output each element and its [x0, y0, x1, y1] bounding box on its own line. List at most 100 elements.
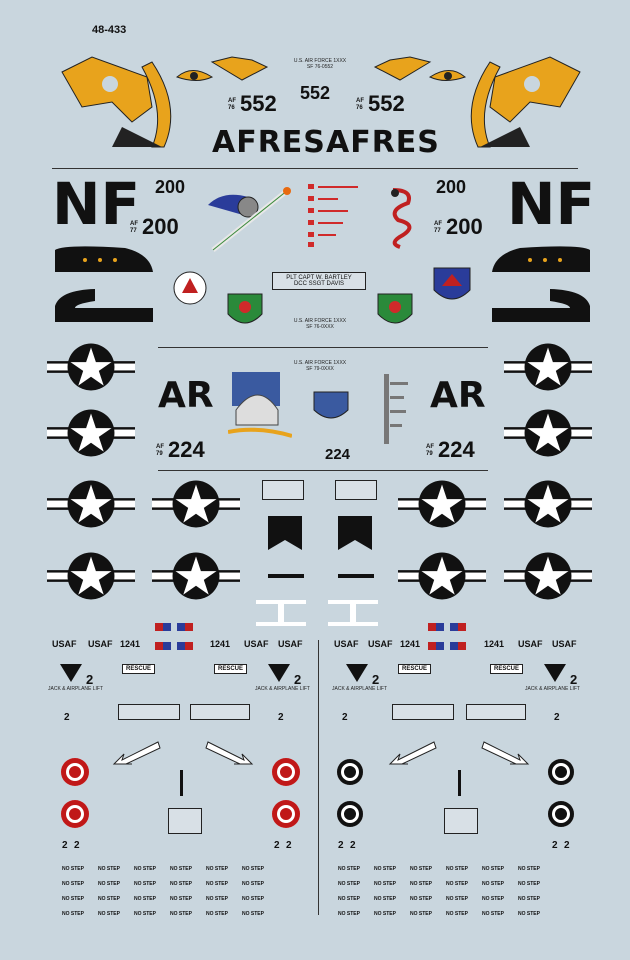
- canopy-stripe-left: [55, 246, 153, 272]
- stencil-nf: U.S. AIR FORCE 1XXX SF 76-0XXX: [293, 318, 347, 330]
- flags-left: [155, 618, 199, 655]
- digit-2: 2: [294, 672, 302, 687]
- no-step: NO STEP: [134, 896, 156, 902]
- jack-point-icon: [544, 664, 566, 682]
- no-step: NO STEP: [482, 866, 504, 872]
- intake-stripe-left: [55, 289, 153, 322]
- no-step: NO STEP: [410, 911, 432, 917]
- digit-2: 2: [564, 840, 570, 851]
- no-step: NO STEP: [338, 896, 360, 902]
- no-step: NO STEP: [446, 896, 468, 902]
- no-step: NO STEP: [206, 896, 228, 902]
- afres-left: AFRES: [212, 125, 326, 160]
- no-step: NO STEP: [98, 896, 120, 902]
- rescue-arrow: RESCUE: [398, 664, 432, 674]
- up-arrow: [458, 770, 461, 796]
- no-step: NO STEP: [206, 911, 228, 917]
- no-step: NO STEP: [374, 881, 396, 887]
- roundel-black: [337, 759, 363, 785]
- code-1241: 1241: [120, 639, 141, 649]
- roundel-red: [272, 800, 300, 828]
- data-block: [335, 480, 377, 500]
- star-insignia: [504, 342, 592, 392]
- flags-right: [428, 618, 472, 655]
- intake-stripe-right: [492, 289, 590, 322]
- nose-art-pencil: [208, 187, 291, 252]
- star-insignia: [504, 479, 592, 529]
- no-step: NO STEP: [374, 866, 396, 872]
- no-step: NO STEP: [338, 911, 360, 917]
- star-insignia: [47, 408, 135, 458]
- no-step: NO STEP: [242, 866, 264, 872]
- white-marking: [328, 600, 378, 626]
- stencil-ar: U.S. AIR FORCE 1XXX SF 79-0XXX: [293, 360, 347, 372]
- rescue-arrow-large: [388, 741, 437, 765]
- digit-2: 2: [62, 840, 68, 851]
- no-step: NO STEP: [518, 866, 540, 872]
- star-insignia: [398, 479, 486, 529]
- roundel-black: [548, 759, 574, 785]
- digit-2: 2: [342, 712, 348, 723]
- digit-2: 2: [274, 840, 280, 851]
- rescue-arrow-large: [205, 741, 254, 765]
- no-step: NO STEP: [170, 896, 192, 902]
- digit-2: 2: [64, 712, 70, 723]
- no-step: NO STEP: [446, 911, 468, 917]
- tail-cap: [268, 516, 302, 550]
- no-step: NO STEP: [482, 881, 504, 887]
- no-step: NO STEP: [134, 881, 156, 887]
- command-shield-center: [313, 391, 349, 419]
- code-1241: 1241: [210, 639, 231, 649]
- roundel-red: [272, 758, 300, 786]
- no-step: NO STEP: [170, 866, 192, 872]
- kill-marks-gray: [384, 374, 408, 444]
- no-step: NO STEP: [482, 911, 504, 917]
- code-1241: 1241: [400, 639, 421, 649]
- dragon-art: [391, 188, 412, 249]
- star-insignia: [47, 342, 135, 392]
- digit-2: 2: [86, 672, 94, 687]
- tiger-art-right: [373, 56, 581, 148]
- rescue-arrow: RESCUE: [214, 664, 248, 674]
- afres-right: AFRES: [326, 125, 440, 160]
- star-insignia: [504, 551, 592, 601]
- command-shield-right: [433, 267, 471, 300]
- no-step: NO STEP: [518, 911, 540, 917]
- no-step: NO STEP: [62, 911, 84, 917]
- usaf-label: USAF: [52, 639, 77, 649]
- digit-2: 2: [278, 712, 284, 723]
- tail-number-ar: 224: [325, 446, 351, 463]
- black-bar: [268, 574, 304, 578]
- panel-divider: [318, 640, 319, 915]
- no-step: NO STEP: [446, 881, 468, 887]
- no-step: NO STEP: [98, 911, 120, 917]
- no-step: NO STEP: [170, 911, 192, 917]
- no-step: NO STEP: [410, 866, 432, 872]
- no-step: NO STEP: [134, 866, 156, 872]
- usaf-label: USAF: [278, 639, 303, 649]
- stencil-block: [168, 808, 202, 834]
- no-step: NO STEP: [242, 896, 264, 902]
- stencil-block: [466, 704, 526, 720]
- star-insignia: [47, 479, 135, 529]
- digit-2: 2: [338, 840, 344, 851]
- no-step: NO STEP: [338, 866, 360, 872]
- white-marking: [256, 600, 306, 626]
- rescue-arrow-large: [481, 741, 530, 765]
- no-step: NO STEP: [518, 881, 540, 887]
- stencil-block: [118, 704, 180, 720]
- stencil-block: [444, 808, 478, 834]
- canopy-stripe-right: [492, 246, 590, 272]
- usaf-label: USAF: [244, 639, 269, 649]
- crew-line-1: PLT CAPT W. BARTLEY: [286, 275, 352, 281]
- jack-label: JACK & AIRPLANE LIFT: [48, 686, 104, 692]
- divider: [158, 347, 488, 348]
- no-step: NO STEP: [62, 896, 84, 902]
- jack-label: JACK & AIRPLANE LIFT: [524, 686, 580, 692]
- no-step: NO STEP: [410, 896, 432, 902]
- jack-label: JACK & AIRPLANE LIFT: [254, 686, 310, 692]
- stencil-top: U.S. AIR FORCE 1XXX SF 76-0552: [293, 58, 347, 70]
